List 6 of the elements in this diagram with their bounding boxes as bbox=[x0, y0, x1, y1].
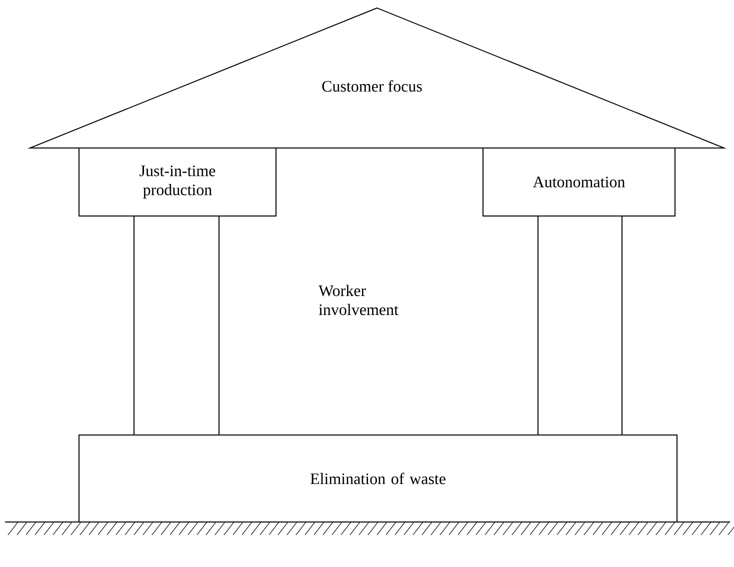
label-text: Worker involvement bbox=[318, 284, 398, 316]
foundation-box: Elimination of waste bbox=[78, 434, 678, 522]
beam-box: Just-in-time production bbox=[78, 148, 276, 216]
beam-box: Autonomation bbox=[482, 148, 676, 216]
pillar bbox=[134, 216, 220, 436]
pillar bbox=[538, 216, 622, 436]
